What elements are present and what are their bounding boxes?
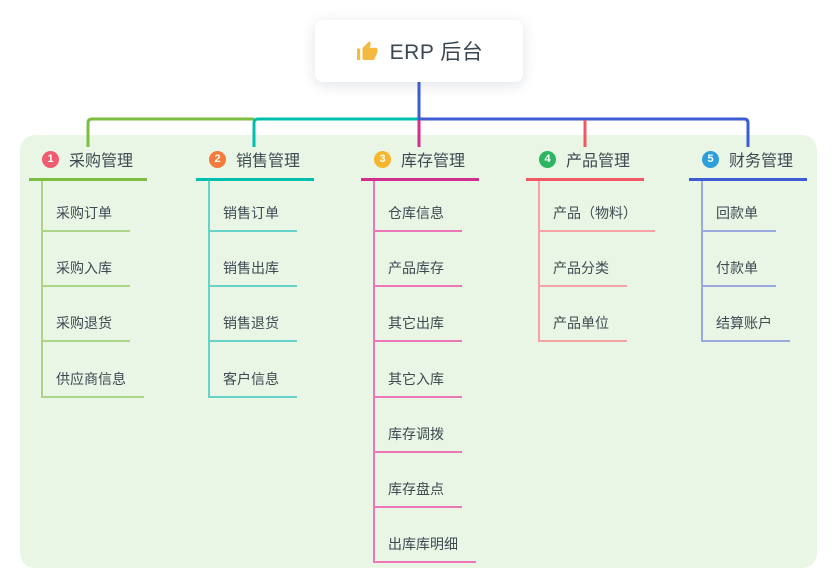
branch-title: 销售管理 — [236, 153, 301, 170]
branch-number-badge: 2 — [209, 150, 226, 168]
branch-purchase: 1 采购管理采购订单采购入库采购退货供应商信息 — [29, 148, 147, 398]
branch-number-badge: 3 — [374, 150, 391, 168]
child-row: 其它出库 — [373, 287, 479, 343]
branch-title: 财务管理 — [729, 153, 794, 170]
child-node-purchase-4[interactable]: 供应商信息 — [41, 369, 144, 398]
child-row: 销售退货 — [208, 287, 314, 343]
child-node-inventory-5[interactable]: 库存调拨 — [373, 424, 462, 453]
branch-children-finance: 回款单付款单结算账户 — [701, 181, 807, 343]
branch-number-badge: 1 — [42, 150, 59, 168]
child-row: 结算账户 — [701, 287, 807, 343]
child-row: 库存调拨 — [373, 398, 479, 453]
child-node-purchase-1[interactable]: 采购订单 — [41, 203, 130, 232]
child-row: 销售出库 — [208, 232, 314, 288]
branch-node-purchase[interactable]: 1 采购管理 — [29, 148, 147, 181]
branch-children-product: 产品（物料） 产品分类产品单位 — [538, 181, 655, 343]
child-node-product-1[interactable]: 产品（物料） — [538, 203, 655, 232]
root-node-erp[interactable]: ERP 后台 — [315, 20, 523, 82]
branch-finance: 5 财务管理回款单付款单结算账户 — [689, 148, 807, 343]
child-node-product-3[interactable]: 产品单位 — [538, 313, 627, 343]
branch-children-purchase: 采购订单采购入库采购退货供应商信息 — [41, 181, 147, 398]
branch-number-badge: 5 — [702, 150, 719, 168]
child-row: 产品（物料） — [538, 181, 655, 232]
branch-node-sales[interactable]: 2 销售管理 — [196, 148, 314, 181]
child-row: 客户信息 — [208, 342, 314, 398]
child-node-finance-1[interactable]: 回款单 — [701, 203, 776, 232]
branch-product: 4 产品管理产品（物料） 产品分类产品单位 — [526, 148, 655, 343]
child-row: 供应商信息 — [41, 342, 147, 398]
child-node-purchase-3[interactable]: 采购退货 — [41, 313, 130, 343]
child-row: 采购订单 — [41, 181, 147, 232]
child-node-finance-2[interactable]: 付款单 — [701, 258, 776, 288]
child-row: 销售订单 — [208, 181, 314, 232]
mindmap-background-panel — [20, 135, 817, 568]
child-row: 出库库明细 — [373, 508, 479, 564]
child-node-inventory-2[interactable]: 产品库存 — [373, 258, 462, 288]
child-row: 库存盘点 — [373, 453, 479, 508]
child-node-sales-2[interactable]: 销售出库 — [208, 258, 297, 288]
child-node-inventory-4[interactable]: 其它入库 — [373, 369, 462, 398]
child-node-sales-4[interactable]: 客户信息 — [208, 369, 297, 398]
branch-title: 库存管理 — [401, 153, 466, 170]
child-node-inventory-7[interactable]: 出库库明细 — [373, 534, 476, 564]
child-node-inventory-6[interactable]: 库存盘点 — [373, 479, 462, 508]
child-node-sales-3[interactable]: 销售退货 — [208, 313, 297, 343]
child-row: 采购退货 — [41, 287, 147, 343]
child-node-inventory-3[interactable]: 其它出库 — [373, 313, 462, 343]
branch-title: 产品管理 — [566, 153, 631, 170]
child-row: 产品库存 — [373, 232, 479, 288]
child-node-product-2[interactable]: 产品分类 — [538, 258, 627, 288]
child-node-finance-3[interactable]: 结算账户 — [701, 313, 790, 343]
child-node-sales-1[interactable]: 销售订单 — [208, 203, 297, 232]
child-row: 产品单位 — [538, 287, 644, 343]
branch-node-product[interactable]: 4 产品管理 — [526, 148, 644, 181]
child-row: 付款单 — [701, 232, 807, 288]
branch-number-badge: 4 — [539, 150, 556, 168]
branch-sales: 2 销售管理销售订单销售出库销售退货客户信息 — [196, 148, 314, 398]
child-node-purchase-2[interactable]: 采购入库 — [41, 258, 130, 288]
branch-inventory: 3 库存管理仓库信息产品库存其它出库其它入库库存调拨库存盘点出库库明细 — [361, 148, 479, 564]
branch-node-inventory[interactable]: 3 库存管理 — [361, 148, 479, 181]
branch-children-inventory: 仓库信息产品库存其它出库其它入库库存调拨库存盘点出库库明细 — [373, 181, 479, 564]
branch-node-finance[interactable]: 5 财务管理 — [689, 148, 807, 181]
child-row: 其它入库 — [373, 342, 479, 398]
branch-title: 采购管理 — [69, 153, 134, 170]
child-row: 回款单 — [701, 181, 807, 232]
child-row: 产品分类 — [538, 232, 644, 288]
child-row: 仓库信息 — [373, 181, 479, 232]
child-node-inventory-1[interactable]: 仓库信息 — [373, 203, 462, 232]
branch-children-sales: 销售订单销售出库销售退货客户信息 — [208, 181, 314, 398]
root-title: ERP 后台 — [389, 41, 484, 64]
thumbs-up-icon — [355, 39, 379, 63]
child-row: 采购入库 — [41, 232, 147, 288]
